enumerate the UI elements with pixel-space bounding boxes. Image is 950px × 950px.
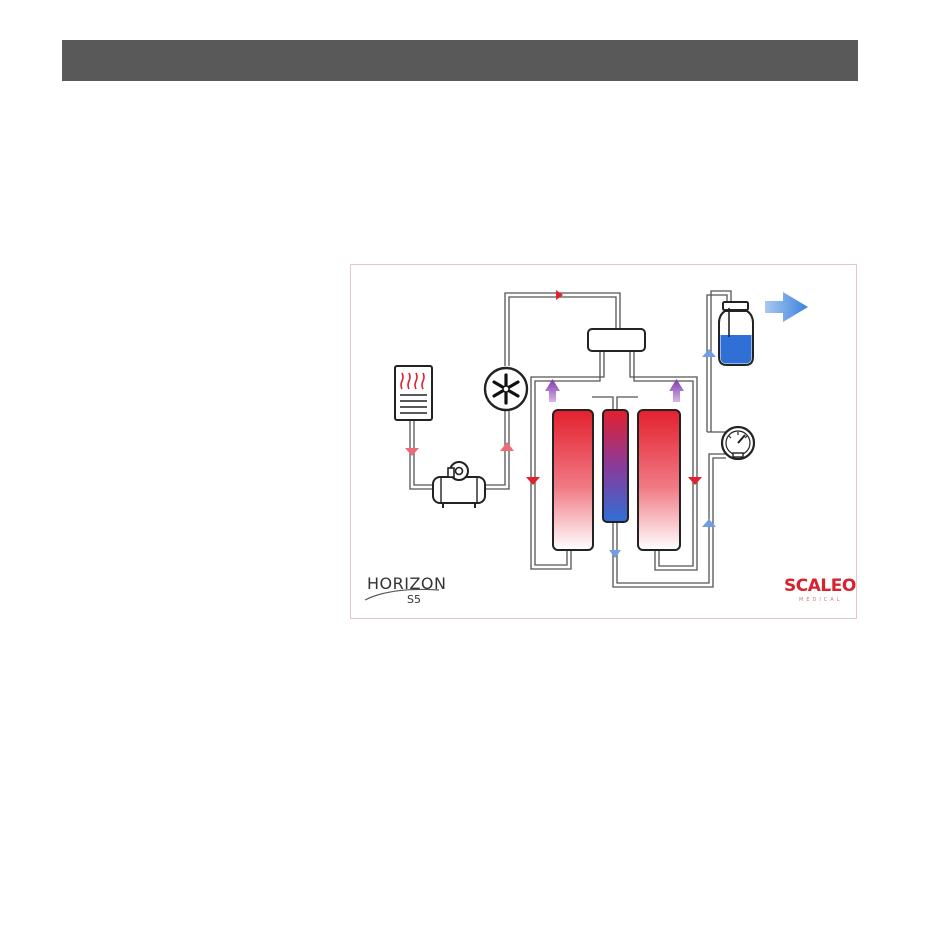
- scaleo-logo-sub: MEDICAL: [799, 597, 843, 603]
- heater-icon: [395, 366, 432, 420]
- purple-arrow-left: [545, 379, 560, 402]
- flow-arrow-hot-loop-right: [688, 477, 702, 485]
- flow-arrow-hot-loop-left: [526, 477, 540, 485]
- flow-arrow-cold-center: [609, 550, 621, 558]
- pressure-gauge-icon: [722, 427, 754, 459]
- column-right: [638, 410, 680, 550]
- horizon-logo-line2: S5: [407, 593, 421, 606]
- column-left: [553, 410, 593, 550]
- scaleo-medical-logo: SCALEO MEDICAL: [784, 576, 856, 603]
- flow-arrow-hot-left: [405, 448, 419, 456]
- outlet-arrow-icon: [765, 292, 808, 322]
- system-diagram-svg: HORIZON S5 SCALEO MEDICAL: [351, 265, 856, 618]
- flow-arrow-cold-right: [702, 519, 716, 527]
- horizon-s5-logo: HORIZON S5: [365, 574, 446, 606]
- cooling-fan-icon: [485, 368, 527, 410]
- flow-arrow-hot-fan: [500, 442, 514, 451]
- scaleo-logo-name: SCALEO: [784, 576, 856, 596]
- header-bar: [62, 40, 858, 81]
- flow-arrow-hot-top: [556, 290, 563, 300]
- compressor-icon: [433, 462, 485, 508]
- flow-arrow-cold-top: [702, 349, 716, 357]
- purple-arrow-right: [669, 379, 684, 402]
- system-diagram: HORIZON S5 SCALEO MEDICAL: [350, 264, 857, 619]
- column-center: [603, 410, 628, 522]
- manifold-icon: [588, 329, 645, 351]
- collection-bottle-icon: [719, 302, 753, 365]
